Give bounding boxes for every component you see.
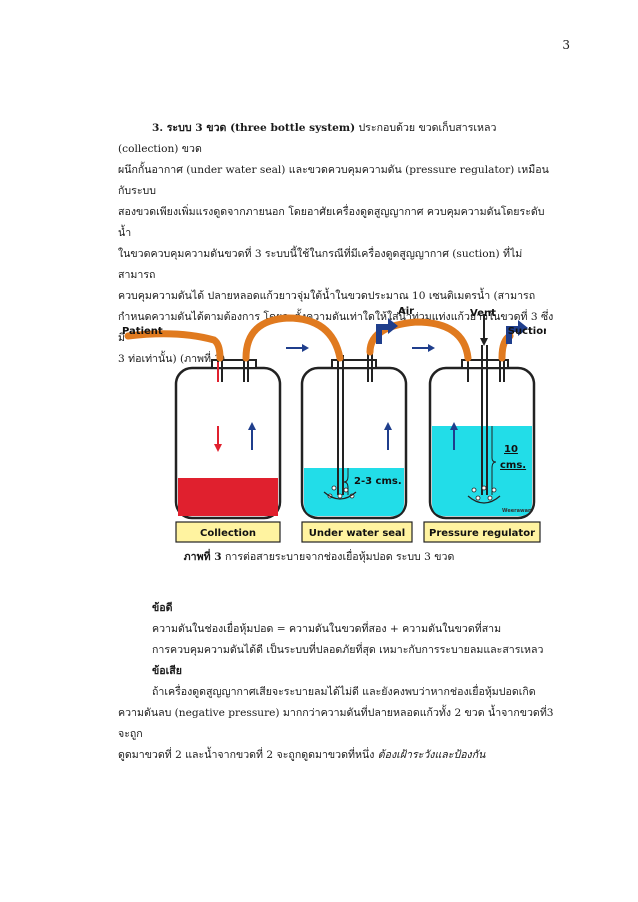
cons-line-2-wrap: ดูดมาขวดที่ 2 และน้ำจากขวดที่ 2 จะถูกดูด… bbox=[118, 745, 558, 766]
label-depth-small: 2-3 cms. bbox=[354, 476, 402, 487]
stopper-3 bbox=[461, 359, 509, 369]
caption-text: การต่อสายระบายจากช่องเยื่อหุ้มปอด ระบบ 3… bbox=[221, 551, 455, 563]
cons-emphasis: ต้องเฝ้าระวังและป้องกัน bbox=[377, 749, 486, 761]
cons-line-2: ดูดมาขวดที่ 2 และน้ำจากขวดที่ 2 จะถูกดูด… bbox=[118, 749, 378, 761]
label-pressure-regulator: Pressure regulator bbox=[429, 528, 535, 539]
arrowhead-right-1 bbox=[302, 344, 309, 352]
label-watermark: Weerawan bbox=[502, 508, 532, 514]
label-depth-unit: cms. bbox=[500, 460, 526, 471]
connector-tube-2-3 bbox=[366, 318, 472, 362]
arrowhead-right-2 bbox=[428, 344, 435, 352]
label-box-seal bbox=[301, 521, 413, 543]
bubble-arc-regulator bbox=[467, 495, 501, 504]
label-box-collection bbox=[175, 521, 281, 543]
stopper-1 bbox=[211, 359, 257, 369]
label-under-water-seal: Under water seal bbox=[309, 528, 405, 539]
stopper-2 bbox=[331, 359, 377, 369]
arrowhead-red bbox=[214, 444, 222, 452]
connector-tube-1-2 bbox=[242, 314, 344, 362]
pros-item-0: ความดันในช่องเยื่อหุ้มปอด = ความดันในขวด… bbox=[152, 623, 502, 635]
section-heading: 3. ระบบ 3 ขวด (three bottle system) bbox=[152, 122, 356, 134]
label-box-regulator bbox=[423, 521, 541, 543]
section-line-4: ควบคุมความดันได้ ปลายหลอดแก้วยาวจุ่มใต้น… bbox=[118, 290, 536, 302]
arrowhead-blue-b1 bbox=[248, 422, 256, 430]
label-collection: Collection bbox=[200, 528, 256, 539]
section-line-6: 3 ท่อเท่านั้น) (ภาพที่ 3) bbox=[118, 353, 226, 365]
section-line-3: ในขวดควบคุมความดันขวดที่ 3 ระบบนี้ใช้ในก… bbox=[118, 248, 523, 281]
figure-caption: ภาพที่ 3 การต่อสายระบายจากช่องเยื่อหุ้มป… bbox=[0, 548, 638, 565]
label-air: Air bbox=[398, 306, 414, 317]
cons-heading: ข้อเสีย bbox=[152, 665, 182, 677]
patient-tube bbox=[124, 330, 224, 362]
label-depth-num: 10 bbox=[504, 444, 518, 455]
section-line-5: กำหนดความดันได้ตามต้องการ โดยจะตั้งความด… bbox=[118, 311, 554, 344]
depth-bracket-large bbox=[491, 426, 497, 495]
label-suction: Suction bbox=[508, 326, 546, 337]
section-line-1: ผนึกกั้นอากาศ (under water seal) และขวดค… bbox=[118, 164, 549, 197]
arrowhead-blue-b2 bbox=[384, 422, 392, 430]
arrowhead-vent bbox=[480, 338, 488, 346]
air-exit-icon bbox=[376, 318, 398, 344]
cons-line-0: ถ้าเครื่องดูดสูญญากาศเสียจะระบายลมได้ไม่… bbox=[152, 686, 536, 698]
pros-heading: ข้อดี bbox=[152, 602, 173, 614]
depth-bracket-small bbox=[343, 468, 349, 495]
pros-section: ข้อดี ความดันในช่องเยื่อหุ้มปอด = ความดั… bbox=[118, 598, 558, 766]
section-paragraph: 3. ระบบ 3 ขวด (three bottle system) ประก… bbox=[118, 118, 556, 370]
pros-item-1: การควบคุมความดันได้ดี เป็นระบบที่ปลอดภัย… bbox=[152, 644, 544, 656]
arrowhead-blue-b3 bbox=[450, 422, 458, 430]
page-number: 3 bbox=[562, 38, 570, 52]
blood-fluid bbox=[178, 478, 278, 516]
section-line-0: ประกอบด้วย ขวดเก็บสารเหลว (collection) ข… bbox=[118, 122, 497, 155]
bubble-arc-seal bbox=[323, 491, 357, 500]
caption-label: ภาพที่ 3 bbox=[183, 551, 222, 563]
label-patient: Patient bbox=[122, 326, 163, 337]
section-line-2: สองขวดเพียงเพิ่มแรงดูดจากภายนอก โดยอาศัย… bbox=[118, 206, 545, 239]
bubbles-regulator bbox=[471, 485, 497, 501]
suction-arrow-icon bbox=[506, 320, 528, 344]
label-vent: Vent bbox=[470, 308, 496, 319]
water-level-seal bbox=[304, 468, 404, 516]
three-bottle-diagram: Patient Air Vent Suction 2-3 cms. 10 cms… bbox=[122, 306, 546, 543]
cons-line-1: ความดันลบ (negative pressure) มากกว่าควา… bbox=[118, 707, 554, 740]
